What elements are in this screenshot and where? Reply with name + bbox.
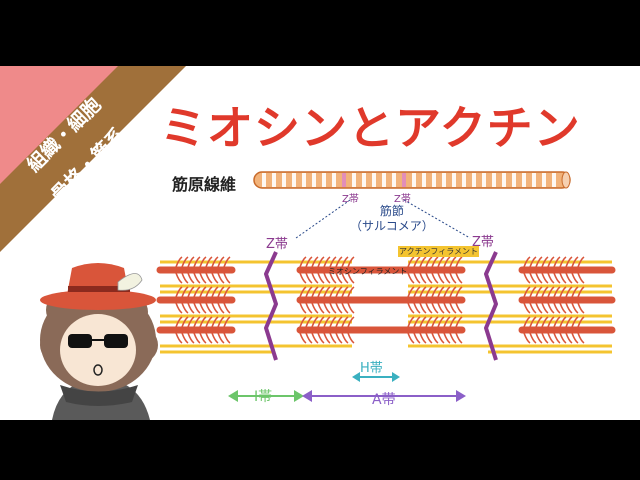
fiber-stripe	[492, 173, 496, 187]
fiber-stripe	[272, 173, 276, 187]
fiber-stripe	[412, 173, 416, 187]
fiber-stripe	[532, 173, 536, 187]
z-band-label-top-left: Z帯	[342, 190, 359, 205]
fiber-stripe	[542, 173, 546, 187]
fiber-stripe	[512, 173, 516, 187]
fiber-stripe	[342, 173, 346, 187]
fiber-stripe	[292, 173, 296, 187]
fiber-stripe	[552, 173, 556, 187]
fiber-stripe	[482, 173, 486, 187]
fiber-stripe	[462, 173, 466, 187]
fiber-stripe	[332, 173, 336, 187]
z-band-label-left: Z帯	[266, 233, 288, 252]
fiber-stripe	[392, 173, 396, 187]
fiber-stripe	[352, 173, 356, 187]
myofibril-illustration	[254, 172, 570, 188]
fiber-stripe	[262, 173, 266, 187]
fiber-stripe	[322, 173, 326, 187]
fiber-stripe	[282, 173, 286, 187]
fiber-stripe	[522, 173, 526, 187]
fiber-stripe	[422, 173, 426, 187]
fiber-stripe	[452, 173, 456, 187]
i-band-label: I帯	[254, 386, 272, 406]
fiber-stripe	[502, 173, 506, 187]
sarcomere-label: 筋節 （サルコメア）	[350, 204, 434, 234]
h-band-label: H帯	[360, 357, 383, 376]
fiber-stripe	[382, 173, 386, 187]
fiber-stripe	[312, 173, 316, 187]
a-band-label: A帯	[372, 389, 396, 409]
actin-filament-label: アクチンフィラメント	[398, 246, 479, 257]
myofibril-label: 筋原線維	[172, 171, 236, 195]
fiber-stripe	[402, 173, 406, 187]
fiber-stripe	[362, 173, 366, 187]
sarcomere-label-reading: （サルコメア）	[350, 219, 434, 234]
fiber-stripe	[372, 173, 376, 187]
fiber-stripe	[442, 173, 446, 187]
myosin-filament-label: ミオシンフィラメント	[328, 266, 407, 277]
fiber-stripe	[472, 173, 476, 187]
sarcomere-label-main: 筋節	[350, 204, 434, 219]
bottom-frame	[0, 420, 640, 480]
page-title: ミオシンとアクチン	[160, 92, 581, 158]
fiber-stripe	[302, 173, 306, 187]
z-band-label-top-right: Z帯	[394, 190, 411, 205]
fiber-stripe	[432, 173, 436, 187]
